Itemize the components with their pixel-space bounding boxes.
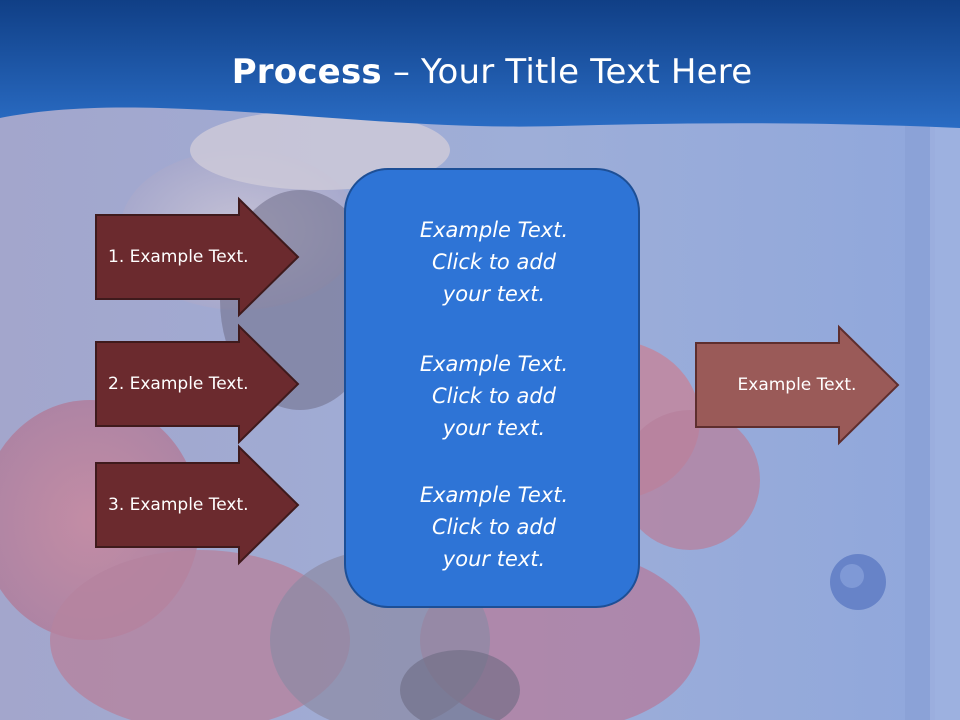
block-line: your text. — [442, 282, 546, 306]
title-rest: – Your Title Text Here — [381, 52, 753, 92]
page-title: Process – Your Title Text Here — [0, 52, 960, 92]
center-process-box[interactable]: Example Text. Click to add your text. Ex… — [344, 168, 640, 608]
arrow-shape — [695, 324, 900, 446]
arrow-shape — [95, 323, 300, 445]
output-arrow[interactable]: Example Text. — [695, 324, 900, 446]
block-line: Example Text. — [419, 483, 569, 507]
header-banner — [0, 0, 960, 128]
title-bold: Process — [231, 52, 382, 92]
input-arrow-2[interactable]: 2. Example Text. — [95, 323, 300, 445]
input-arrow-label: 3. Example Text. — [108, 495, 249, 515]
input-arrow-label: 2. Example Text. — [108, 374, 249, 394]
block-line: your text. — [442, 547, 546, 571]
block-line: Click to add — [431, 384, 556, 408]
text-block-3[interactable]: Example Text. Click to add your text. — [346, 479, 642, 575]
text-block-1[interactable]: Example Text. Click to add your text. — [346, 214, 642, 310]
block-line: Example Text. — [419, 218, 569, 242]
arrow-shape — [95, 196, 300, 318]
input-arrow-label: 1. Example Text. — [108, 247, 249, 267]
text-block-2[interactable]: Example Text. Click to add your text. — [346, 348, 642, 444]
block-line: Click to add — [431, 250, 556, 274]
input-arrow-3[interactable]: 3. Example Text. — [95, 444, 300, 566]
block-line: your text. — [442, 416, 546, 440]
input-arrow-1[interactable]: 1. Example Text. — [95, 196, 300, 318]
block-line: Click to add — [431, 515, 556, 539]
arrow-shape — [95, 444, 300, 566]
output-arrow-label: Example Text. — [737, 375, 857, 395]
block-line: Example Text. — [419, 352, 569, 376]
